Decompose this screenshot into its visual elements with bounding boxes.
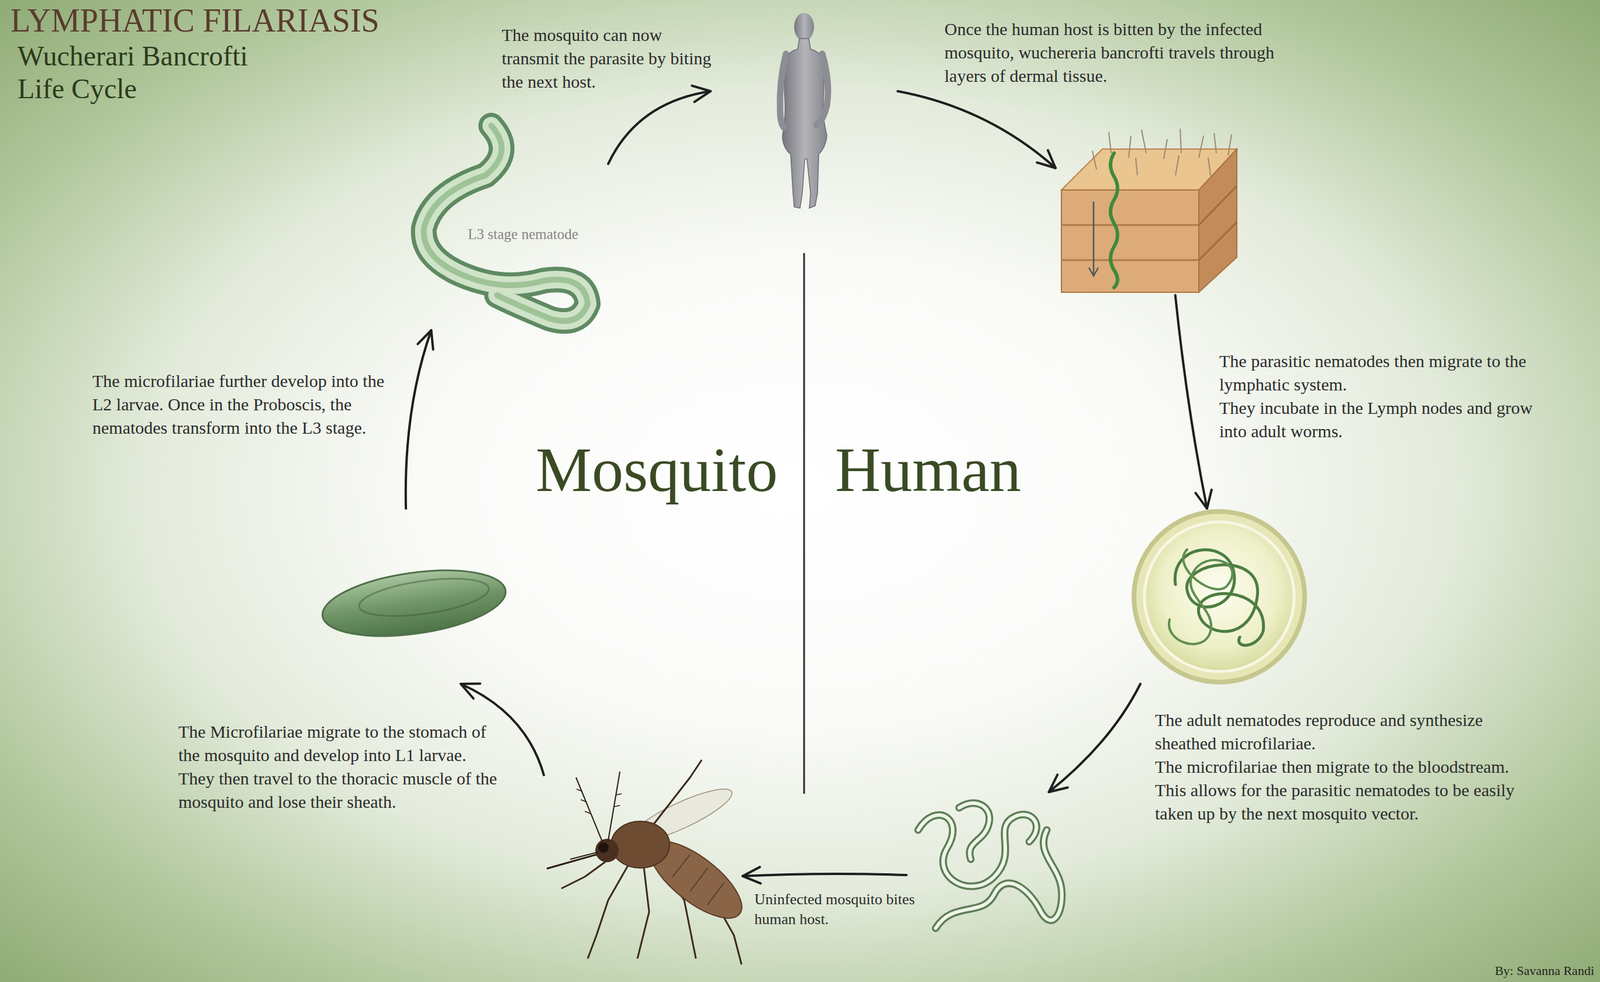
arrow-head [742, 867, 761, 884]
stage-text: L3 stage nematode [467, 225, 579, 244]
stage-node: The adult nematodes reproduce and synthe… [906, 792, 1071, 936]
cycle-arrow [405, 330, 434, 509]
skin-block [1061, 128, 1237, 293]
stage-node: Uninfected mosquito bites human host. [543, 754, 743, 965]
stage-text: The microfilariae further develop into t… [92, 369, 394, 440]
arrow-head [691, 85, 711, 103]
stage-node: The parasitic nematodes then migrate to … [1131, 508, 1308, 685]
l1-larva [318, 560, 510, 647]
arrow-head [1036, 150, 1056, 168]
microfilariae [918, 803, 1062, 929]
stage-text: The parasitic nematodes then migrate to … [1219, 349, 1539, 397]
stage-text: This allows for the parasitic nematodes … [1154, 778, 1536, 826]
cycle-arrow [742, 867, 907, 884]
stage-node: The Microfilariae migrate to the stomach… [315, 508, 512, 685]
stage-text: The microfilariae then migrate to the bl… [1154, 755, 1536, 779]
subtitle: Wucherari Bancrofti Life Cycle [17, 39, 293, 106]
region-label: Human [835, 433, 1022, 507]
stage-node: The mosquito can now transmit the parasi… [710, 10, 898, 213]
mosquito [546, 760, 754, 965]
credit-note: By: Savanna Randi [1494, 963, 1595, 979]
cycle-arrow [1175, 295, 1212, 509]
diagram-title: LYMPHATIC FILARIASIS [10, 1, 380, 40]
region-label: Mosquito [535, 433, 778, 507]
arrow-line [1049, 684, 1141, 793]
arrow-line [897, 91, 1056, 169]
stage-text: Once the human host is bitten by the inf… [944, 17, 1284, 88]
arrow-head [417, 330, 433, 350]
stage-text: The adult nematodes reproduce and synthe… [1154, 708, 1536, 756]
arrow-line [742, 874, 907, 877]
l3-nematode [423, 125, 588, 322]
stage-node: L3 stage nematodeThe microfilariae furth… [409, 116, 609, 331]
arrow-head [1195, 490, 1212, 509]
stage-text: The Microfilariae migrate to the stomach… [178, 720, 498, 815]
stage-node: Once the human host is bitten by the inf… [1055, 125, 1240, 296]
stage-text: They incubate in the Lymph nodes and gro… [1219, 396, 1539, 444]
cycle-arrow [1049, 684, 1141, 793]
cycle-arrow [897, 91, 1056, 169]
arrow-head [1049, 774, 1068, 793]
arrow-head [460, 683, 481, 699]
divider-line [803, 253, 806, 795]
lymph-node [1133, 511, 1305, 683]
arrow-line [405, 330, 432, 509]
cycle-arrow [608, 85, 711, 165]
arrow-line [1175, 295, 1208, 509]
human-figure [780, 12, 829, 209]
stage-text: Uninfected mosquito bites human host. [754, 890, 919, 930]
stage-text: The mosquito can now transmit the parasi… [501, 23, 719, 94]
